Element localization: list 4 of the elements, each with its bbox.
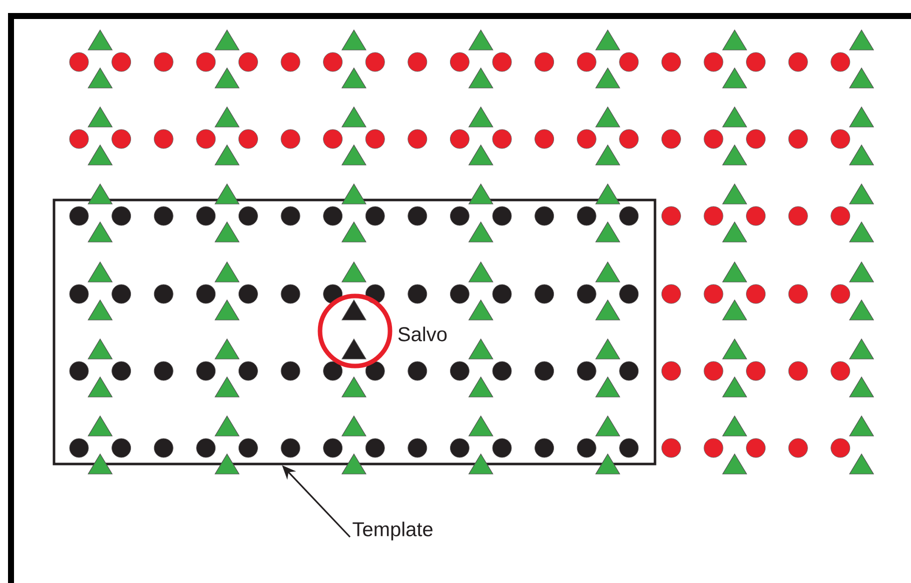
salvo-label: Salvo xyxy=(398,326,447,342)
template-box xyxy=(52,198,656,466)
salvo-circle xyxy=(318,294,392,368)
template-label: Template xyxy=(352,522,432,540)
